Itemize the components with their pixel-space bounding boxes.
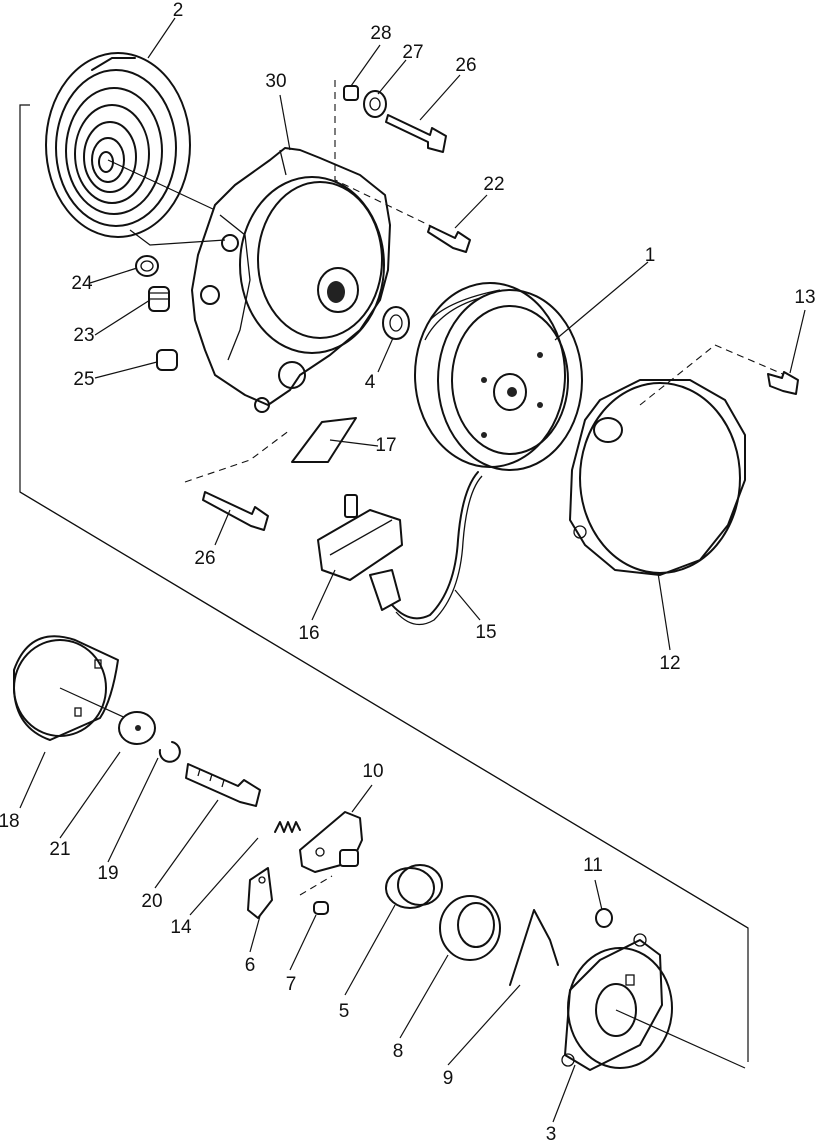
clip-19: [158, 741, 181, 763]
callout-21: 21: [49, 839, 70, 860]
bracket-17: [291, 417, 379, 463]
starter-cover: [569, 344, 786, 576]
callout-30: 30: [265, 71, 286, 92]
washer-11: [595, 908, 613, 928]
pawl-6: [247, 867, 273, 919]
callout-18: 18: [0, 811, 20, 832]
bolt-13: [767, 371, 799, 395]
callout-8: 8: [393, 1041, 404, 1062]
callout-26-lower: 26: [194, 548, 215, 569]
callout-5: 5: [339, 1001, 350, 1022]
callout-10: 10: [362, 761, 383, 782]
drive-cup: [13, 635, 131, 741]
pin-7: [299, 875, 333, 915]
callout-1: 1: [645, 245, 656, 266]
brake-plate-3: [561, 933, 746, 1071]
seal-4: [382, 306, 410, 340]
callout-19: 19: [97, 863, 118, 884]
callout-13: 13: [794, 287, 815, 308]
bolt-22: [427, 225, 471, 253]
bolt-26-lower: [184, 429, 291, 531]
callout-16: 16: [298, 623, 319, 644]
spring-14: [274, 821, 301, 833]
callout-17: 17: [375, 435, 396, 456]
callout-12: 12: [659, 653, 680, 674]
callout-11: 11: [583, 855, 603, 876]
small-parts-left: [129, 229, 226, 371]
ratchet-10: [299, 811, 363, 873]
bolt-group-top: [334, 80, 447, 229]
rewind-spring: [45, 52, 216, 238]
starter-housing: [191, 147, 391, 413]
callout-20: 20: [141, 891, 162, 912]
callout-28: 28: [370, 23, 391, 44]
callout-26-top: 26: [455, 55, 476, 76]
drum-5: [385, 864, 443, 909]
callout-14: 14: [170, 917, 192, 938]
bolt-20: [185, 763, 261, 807]
callout-25: 25: [73, 369, 94, 390]
callout-6: 6: [245, 955, 256, 976]
callout-4: 4: [365, 372, 376, 393]
callout-22: 22: [483, 174, 504, 195]
leader-lines: [19, 17, 806, 1123]
callout-24: 24: [71, 273, 93, 294]
assembly-bracket: [19, 104, 749, 1062]
starter-rope: [391, 471, 483, 626]
friction-plate-8: [439, 895, 501, 961]
rope-pulley: [414, 282, 583, 471]
callout-7: 7: [286, 974, 297, 995]
callout-23: 23: [73, 325, 94, 346]
callout-27: 27: [402, 42, 423, 63]
callout-15: 15: [475, 622, 496, 643]
spring-9: [509, 909, 559, 986]
starter-handle: [317, 494, 403, 611]
washer-21: [118, 711, 156, 745]
callout-3: 3: [546, 1124, 557, 1145]
callout-9: 9: [443, 1068, 454, 1089]
callout-2: 2: [173, 0, 184, 21]
